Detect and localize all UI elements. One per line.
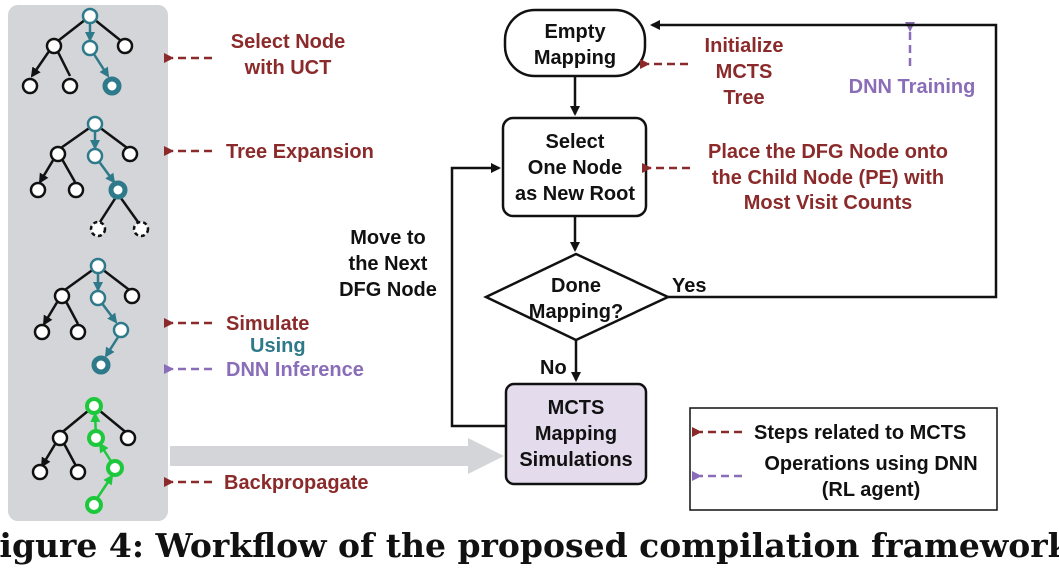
mcts-simulations-box xyxy=(504,382,648,486)
tree-expansion xyxy=(29,115,150,238)
select-node-label: Select Node xyxy=(231,31,345,53)
tree-panel xyxy=(8,5,168,521)
dnn-inference-label: DNN Inference xyxy=(226,359,364,381)
legend-box xyxy=(689,407,998,511)
select-label-2: One Node xyxy=(528,157,622,179)
no-label: No xyxy=(540,357,567,379)
done-label-2: Mapping? xyxy=(529,301,623,323)
place-dfg-label-3: Most Visit Counts xyxy=(744,192,913,214)
mcts-label-3: Simulations xyxy=(519,449,632,471)
move-label-1: Move to xyxy=(350,227,426,249)
mcts-label-1: MCTS xyxy=(548,397,605,419)
tree-backpropagate xyxy=(31,397,137,514)
empty-mapping-label-2: Mapping xyxy=(534,47,616,69)
empty-mapping-label-1: Empty xyxy=(544,21,606,43)
move-label-3: DFG Node xyxy=(339,279,437,301)
figure-caption: Figure 4: Workflow of the proposed compi… xyxy=(0,526,1059,565)
dnn-training-label: DNN Training xyxy=(849,76,976,98)
select-label-3: as New Root xyxy=(515,183,635,205)
legend-mcts-label: Steps related to MCTS xyxy=(754,422,966,444)
simulate-label: Simulate xyxy=(226,313,309,335)
tree-simulate xyxy=(33,257,141,375)
legend-dnn-label-2: (RL agent) xyxy=(822,479,921,501)
initialize-label-3: Tree xyxy=(723,87,764,109)
initialize-label-2: MCTS xyxy=(716,61,773,83)
done-label-1: Done xyxy=(551,275,601,297)
backprop-to-simulations-arrow xyxy=(170,438,504,474)
tree-expansion-label: Tree Expansion xyxy=(226,141,374,163)
backpropagate-label: Backpropagate xyxy=(224,472,369,494)
using-label: Using xyxy=(250,335,306,357)
move-label-2: the Next xyxy=(349,253,428,275)
yes-arrow xyxy=(650,20,998,299)
select-node-label-2: with UCT xyxy=(244,57,332,79)
move-to-next-arrow xyxy=(450,163,506,428)
mcts-label-2: Mapping xyxy=(535,423,617,445)
place-dfg-label-2: the Child Node (PE) with xyxy=(712,167,944,189)
select-label-1: Select xyxy=(546,131,605,153)
legend-dnn-label-1: Operations using DNN xyxy=(764,453,977,475)
initialize-label-1: Initialize xyxy=(705,35,784,57)
done-mapping-decision xyxy=(483,252,671,342)
yes-label: Yes xyxy=(672,275,706,297)
place-dfg-label-1: Place the DFG Node onto xyxy=(708,141,948,163)
tree-select-node xyxy=(21,7,134,96)
